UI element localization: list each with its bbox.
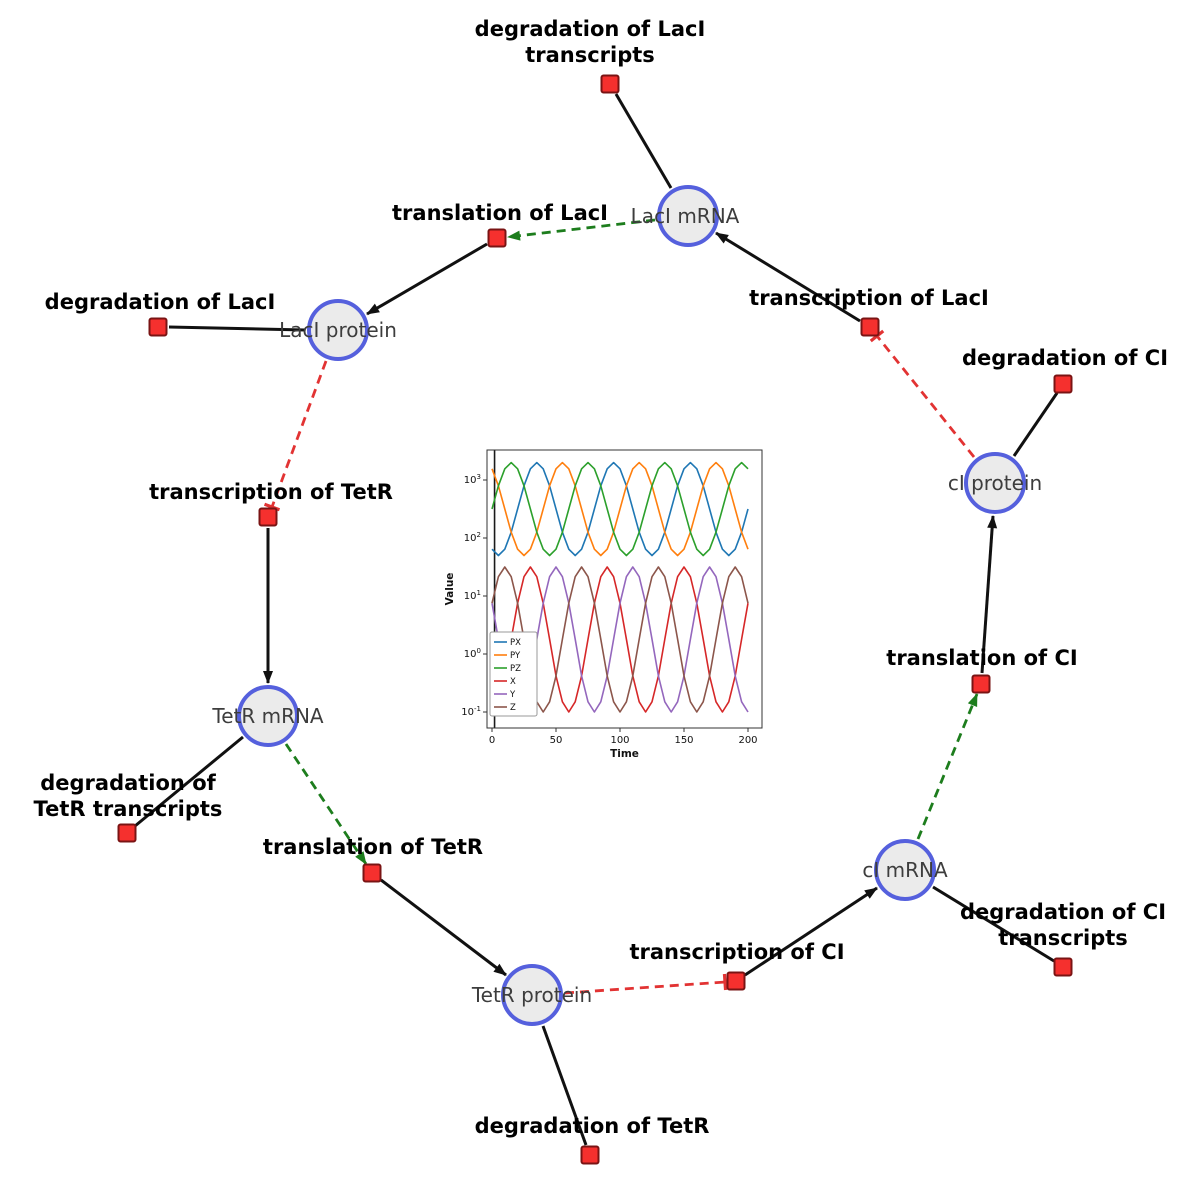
reaction-label-deg-ci: degradation of CI bbox=[961, 346, 1169, 370]
reaction-node-transcription-laci[interactable] bbox=[860, 317, 880, 337]
edge-translation-ci-to-ci-protein bbox=[980, 515, 998, 674]
edge-transcription-laci-to-laci-mrna bbox=[715, 231, 861, 323]
x-axis-label: Time bbox=[610, 748, 639, 760]
species-label-tetr-mrna: TetR mRNA bbox=[212, 704, 324, 728]
species-node-tetr-mrna[interactable] bbox=[237, 685, 299, 747]
species-node-laci-protein[interactable] bbox=[307, 299, 369, 361]
reaction-label-deg-tetr-transcripts: degradation of TetR transcripts bbox=[33, 770, 223, 821]
reaction-label-deg-ci-transcripts: degradation of CI transcripts bbox=[959, 899, 1167, 950]
chart-series-PY bbox=[491, 461, 749, 557]
species-label-tetr-protein: TetR protein bbox=[471, 983, 593, 1007]
y-tick-label: 10-1 bbox=[461, 705, 481, 718]
chart-series-PZ bbox=[491, 461, 749, 557]
reaction-node-deg-laci[interactable] bbox=[148, 317, 168, 337]
reaction-node-translation-laci[interactable] bbox=[487, 228, 507, 248]
edge-translation-laci-to-laci-protein bbox=[366, 242, 488, 316]
reaction-node-deg-tetr[interactable] bbox=[580, 1145, 600, 1165]
species-node-ci-protein[interactable] bbox=[964, 452, 1026, 514]
y-tick-label: 103 bbox=[464, 473, 481, 486]
x-tick-label: 50 bbox=[550, 735, 563, 746]
edge-tetr-protein-to-deg-tetr bbox=[541, 1025, 588, 1146]
reaction-node-deg-ci-transcripts[interactable] bbox=[1053, 957, 1073, 977]
edge-translation-tetr-to-tetr-protein bbox=[380, 878, 507, 977]
species-label-ci-mrna: cI mRNA bbox=[862, 858, 948, 882]
y-tick-label: 102 bbox=[464, 531, 481, 544]
legend-label-X: X bbox=[510, 677, 516, 687]
chart-series-PX bbox=[491, 461, 749, 557]
reaction-label-translation-laci: translation of LacI bbox=[392, 201, 608, 225]
species-node-laci-mrna[interactable] bbox=[657, 185, 719, 247]
edge-tetr-mrna-to-deg-tetr-transcripts bbox=[134, 735, 244, 828]
chart-frame bbox=[486, 449, 763, 729]
edge-tetr-mrna-modifies-translation-tetr bbox=[284, 743, 368, 865]
species-node-tetr-protein[interactable] bbox=[501, 964, 563, 1026]
species-label-laci-mrna: LacI mRNA bbox=[630, 204, 740, 228]
reaction-node-deg-laci-transcripts[interactable] bbox=[600, 74, 620, 94]
edge-transcription-ci-to-ci-mrna bbox=[744, 886, 878, 977]
species-label-laci-protein: LacI protein bbox=[279, 318, 397, 342]
reaction-label-translation-ci: translation of CI bbox=[886, 646, 1078, 670]
edge-laci-mrna-modifies-translation-laci bbox=[507, 218, 656, 241]
x-tick-label: 100 bbox=[610, 735, 629, 746]
reaction-node-translation-ci[interactable] bbox=[971, 674, 991, 694]
edge-ci-mrna-modifies-translation-ci bbox=[916, 693, 979, 840]
chart-legend: PX PY PZ XYZ bbox=[489, 631, 538, 717]
reaction-label-transcription-laci: transcription of LacI bbox=[749, 286, 989, 310]
species-label-ci-protein: cI protein bbox=[947, 471, 1043, 495]
reaction-node-deg-ci[interactable] bbox=[1053, 374, 1073, 394]
legend-box bbox=[489, 631, 538, 717]
x-tick-label: 200 bbox=[738, 735, 757, 746]
legend-label-Z: Z bbox=[510, 703, 516, 713]
edge-tetr-protein-inhibits-transcription-ci bbox=[564, 973, 728, 995]
y-axis-label: Value bbox=[444, 573, 456, 606]
legend-label-PZ: PZ bbox=[510, 664, 521, 674]
reaction-label-deg-laci: degradation of LacI bbox=[44, 290, 276, 314]
edge-ci-protein-to-deg-ci bbox=[1012, 392, 1059, 457]
reaction-node-deg-tetr-transcripts[interactable] bbox=[117, 823, 137, 843]
edge-ci-protein-inhibits-transcription-laci bbox=[869, 329, 976, 458]
legend-label-PX: PX bbox=[510, 638, 521, 648]
legend-label-Y: Y bbox=[509, 690, 516, 700]
reaction-node-translation-tetr[interactable] bbox=[362, 863, 382, 883]
reaction-label-transcription-tetr: transcription of TetR bbox=[149, 480, 393, 504]
edge-laci-protein-to-deg-laci bbox=[168, 325, 306, 332]
legend-label-PY: PY bbox=[510, 651, 521, 661]
x-tick-label: 150 bbox=[674, 735, 693, 746]
reaction-label-deg-tetr: degradation of TetR bbox=[474, 1114, 710, 1138]
x-tick-label: 0 bbox=[489, 735, 495, 746]
reaction-node-transcription-ci[interactable] bbox=[726, 971, 746, 991]
species-node-ci-mrna[interactable] bbox=[874, 839, 936, 901]
reaction-node-transcription-tetr[interactable] bbox=[258, 507, 278, 527]
edge-laci-mrna-to-deg-laci-transcripts bbox=[614, 93, 673, 189]
y-tick-label: 100 bbox=[464, 647, 481, 660]
reaction-label-translation-tetr: translation of TetR bbox=[262, 835, 484, 859]
edge-laci-protein-inhibits-transcription-tetr bbox=[263, 360, 328, 512]
y-tick-label: 101 bbox=[464, 589, 481, 602]
edge-ci-mrna-to-deg-ci-transcripts bbox=[932, 885, 1055, 963]
reaction-label-deg-laci-transcripts: degradation of LacI transcripts bbox=[474, 16, 706, 67]
reaction-label-transcription-ci: transcription of CI bbox=[629, 940, 845, 964]
